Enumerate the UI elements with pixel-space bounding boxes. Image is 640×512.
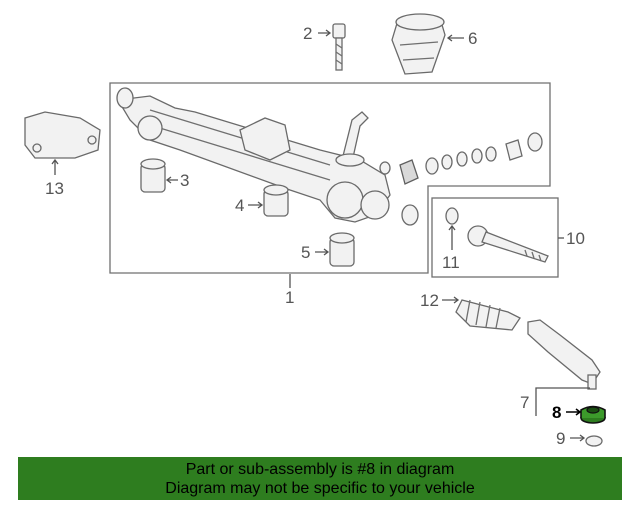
info-banner: Part or sub-assembly is #8 in diagram Di… [18,457,622,500]
callout-2: 2 [303,24,312,43]
rack-housing [116,87,419,226]
leader-2 [318,29,332,37]
part-13-heat-shield [24,111,101,159]
callout-1: 1 [285,288,294,307]
leader-6 [446,34,464,42]
callout-12: 12 [420,291,439,310]
parts-diagram: 2 6 13 3 4 5 1 10 11 12 7 8 9 [24,13,606,448]
callout-13: 13 [45,179,64,198]
banner-line-1: Part or sub-assembly is #8 in diagram [185,461,455,478]
part-2-bolt [332,23,346,71]
callout-5: 5 [301,243,310,262]
leader-4 [248,201,264,209]
seal-set [379,132,543,185]
part-4-bushing [263,184,289,217]
callout-9: 9 [556,429,565,448]
callout-6: 6 [468,29,477,48]
leader-5 [315,248,330,256]
callout-3: 3 [180,171,189,190]
leader-9 [570,434,586,442]
part-9-washer [585,435,603,447]
leader-8 [566,408,582,416]
part-10-tie-rod [467,225,549,263]
callout-4: 4 [235,196,244,215]
part-7-tie-rod-end [527,319,601,390]
leader-13 [51,158,59,175]
leader-3 [165,176,178,184]
assembly-frame-1 [109,82,551,274]
callout-8[interactable]: 8 [552,403,561,422]
part-3-bushing [140,158,166,193]
callout-7: 7 [520,393,529,412]
banner-line-2: Diagram may not be specific to your vehi… [165,480,475,497]
callout-10: 10 [566,229,585,248]
callout-11: 11 [442,253,460,272]
part-8-nut[interactable] [580,405,606,424]
leader-12 [442,296,460,304]
part-11-washer [445,207,459,225]
leader-7 [535,387,590,416]
part-6-grommet [391,13,446,75]
part-12-boot [455,299,521,331]
leader-11 [448,224,456,250]
part-5-bushing [329,232,355,267]
